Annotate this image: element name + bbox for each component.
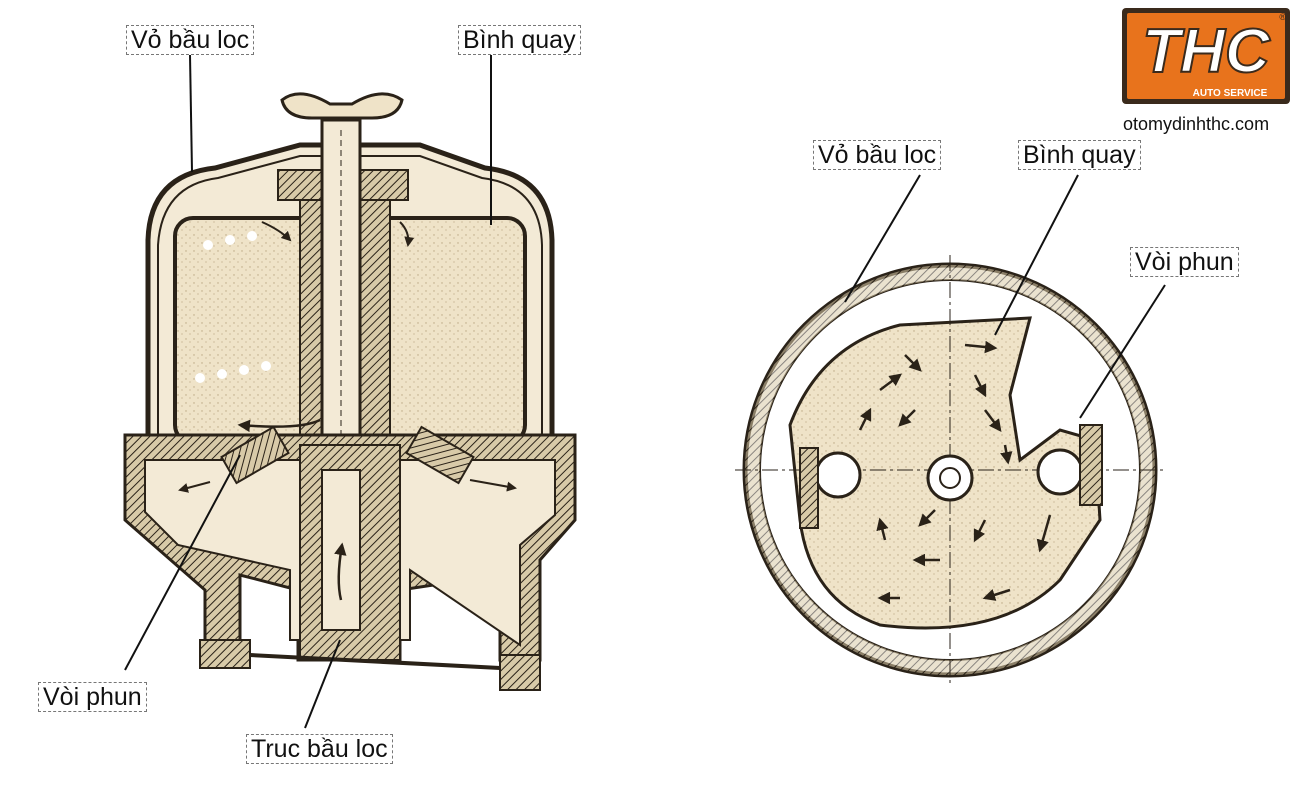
website-url: otomydinhthc.com <box>1123 114 1270 134</box>
registered-mark: ® <box>1279 12 1286 22</box>
brand-logo: THC AUTO SERVICE ® <box>1122 8 1290 104</box>
logo-text: THC <box>1142 17 1271 86</box>
label-nozzle-right: Vòi phun <box>1130 247 1239 277</box>
left-nozzle <box>220 425 290 485</box>
label-rotor-left: Bình quay <box>458 25 581 55</box>
label-rotor-right: Bình quay <box>1018 140 1141 170</box>
label-housing-right: Vỏ bầu loc <box>813 140 942 170</box>
logo-tagline: AUTO SERVICE <box>1193 88 1268 99</box>
label-nozzle-left: Vòi phun <box>38 682 147 712</box>
label-housing-left: Vỏ bầu loc <box>126 25 255 55</box>
label-shaft: Truc bầu loc <box>246 734 393 764</box>
right-nozzle <box>405 425 475 485</box>
wing-nut <box>280 92 404 120</box>
